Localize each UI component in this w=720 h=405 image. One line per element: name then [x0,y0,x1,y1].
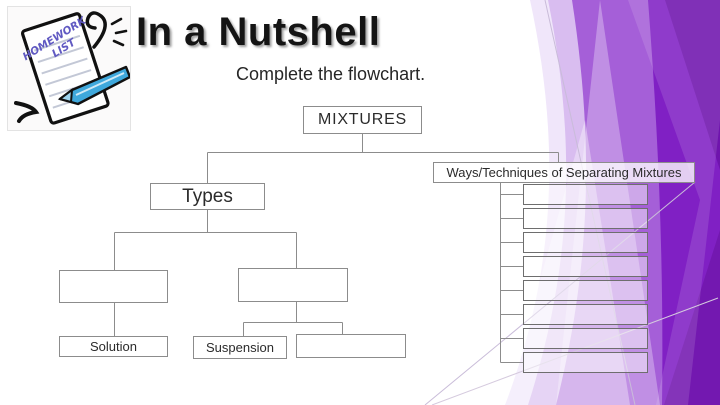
homework-clipart-drawing: HOMEWORK LIST [14,11,130,125]
types-blank-box-1[interactable] [59,270,168,303]
ways-blank-box-6[interactable] [523,304,648,325]
ways-blank-box-4[interactable] [523,256,648,277]
ways-techniques-label: Ways/Techniques of Separating Mixtures [446,165,682,180]
ways-blank-box-8[interactable] [523,352,648,373]
solution-box: Solution [59,336,168,357]
ways-blank-box-1[interactable] [523,184,648,205]
motion-dashes [110,17,128,47]
ways-blank-box-3[interactable] [523,232,648,253]
suspension-label: Suspension [206,340,274,355]
ways-techniques-box: Ways/Techniques of Separating Mixtures [433,162,695,183]
solution-label: Solution [90,339,137,354]
types-label: Types [182,185,233,207]
page-curl-swirl [85,11,107,49]
slide-subtitle: Complete the flowchart. [236,64,426,84]
mixtures-label: MIXTURES [317,111,408,128]
suspension-box: Suspension [193,336,287,359]
homework-clipart: HOMEWORK LIST [7,6,131,131]
ways-blank-box-2[interactable] [523,208,648,229]
types-blank-box-3[interactable] [296,334,406,358]
ways-blank-box-5[interactable] [523,280,648,301]
types-blank-box-2[interactable] [238,268,348,302]
types-box: Types [150,183,265,210]
ways-blank-box-7[interactable] [523,328,648,349]
flourish-mark [14,101,40,123]
mixtures-root-box: MIXTURES [303,106,422,134]
pen-icon [57,65,130,106]
slide-title: In a Nutshell [136,10,381,54]
